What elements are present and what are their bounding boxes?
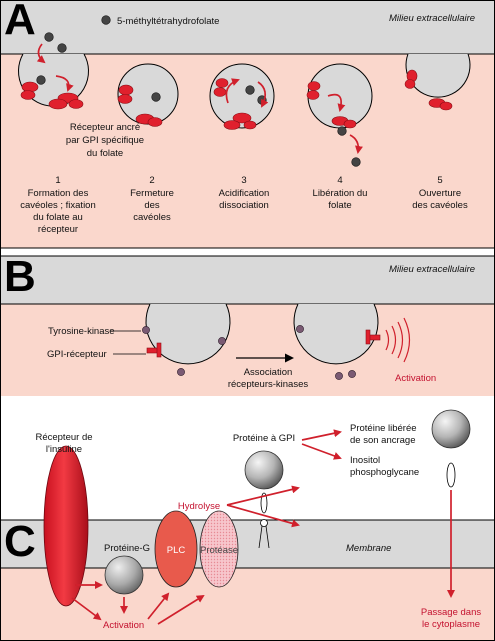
association-line-2: récepteurs-kinases [228,379,309,390]
plc-label: PLC [167,545,186,556]
panel-a-letter: A [4,0,36,44]
panel-b: B Milieu extracellulaire Tyrosine-kinase… [0,252,495,396]
step-5: 5 Ouverture des cavéoles [412,175,468,211]
kinase-label: Tyrosine-kinase [48,326,115,337]
svg-text:Ouverture: Ouverture [419,188,461,199]
insulin-receptor-label-1: Récepteur de [35,432,92,443]
receptor-label-3: du folate [87,148,123,159]
freed-protein-label-2: de son ancrage [350,435,416,446]
association-line-1: Association [244,367,293,378]
cytoplasm-label-1: Passage dans [421,607,481,618]
svg-text:5: 5 [437,175,442,186]
step-4: 4 Libération du folate [313,175,368,211]
receptor-label-1: Récepteur ancré [70,122,140,133]
step-3: 3 Acidification dissociation [219,175,270,211]
freed-protein-label-1: Protéine libérée [350,423,417,434]
svg-text:Acidification: Acidification [219,188,270,199]
panel-c-letter: C [4,517,36,566]
panel-a: A 5-méthyltétrahydrofolate Milieu extrac… [0,0,495,248]
svg-text:cavéoles ; fixation: cavéoles ; fixation [20,200,96,211]
svg-text:cavéoles: cavéoles [133,212,171,223]
svg-text:4: 4 [337,175,342,186]
panel-a-region: Milieu extracellulaire [389,13,475,24]
g-protein-shape [104,555,144,595]
insulin-receptor-shape [43,445,89,607]
svg-text:dissociation: dissociation [219,200,269,211]
g-protein-label: Protéine-G [104,543,150,554]
panel-b-extracellular [0,256,495,304]
panel-a-extracellular [0,0,495,54]
svg-text:3: 3 [241,175,246,186]
gpi-receptor-label: GPI-récepteur [47,349,107,360]
panel-c-activation: Activation [103,620,144,631]
svg-text:récepteur: récepteur [38,224,78,235]
svg-text:1: 1 [55,175,60,186]
panel-b-region: Milieu extracellulaire [389,264,475,275]
receptor-label-2: par GPI spécifique [66,135,144,146]
hydrolysis-label: Hydrolyse [178,501,220,512]
panel-b-activation: Activation [395,373,436,384]
panel-b-letter: B [4,252,36,301]
step-1: 1 Formation des cavéoles ; fixation du f… [20,175,96,235]
membrane-label: Membrane [346,543,391,554]
step-2: 2 Fermeture des cavéoles [130,175,174,223]
inositol-label-2: phosphoglycane [350,467,419,478]
protease-shape [199,510,239,588]
svg-text:2: 2 [149,175,154,186]
gpi-protein-shape [244,450,284,490]
gpi-protein-label: Protéine à GPI [233,433,295,444]
svg-text:des: des [144,200,160,211]
svg-text:Libération du: Libération du [313,188,368,199]
cytoplasm-label-2: le cytoplasme [422,619,480,630]
svg-text:des cavéoles: des cavéoles [412,200,468,211]
freed-protein-shape [431,409,471,449]
plc-shape [154,510,198,588]
legend-folate-label: 5-méthyltétrahydrofolate [117,16,219,27]
svg-text:Formation des: Formation des [28,188,89,199]
inositol-label-1: Inositol [350,455,380,466]
protease-label: Protéase [200,545,238,556]
svg-text:folate: folate [328,200,351,211]
insulin-receptor-label-2: l'insuline [46,444,82,455]
svg-text:Fermeture: Fermeture [130,188,174,199]
legend-folate-dot [101,15,111,25]
panel-c: C Récepteur de l'insuline Protéine-G PLC… [0,409,495,641]
inositol-shape [446,462,456,488]
svg-text:du folate au: du folate au [33,212,83,223]
